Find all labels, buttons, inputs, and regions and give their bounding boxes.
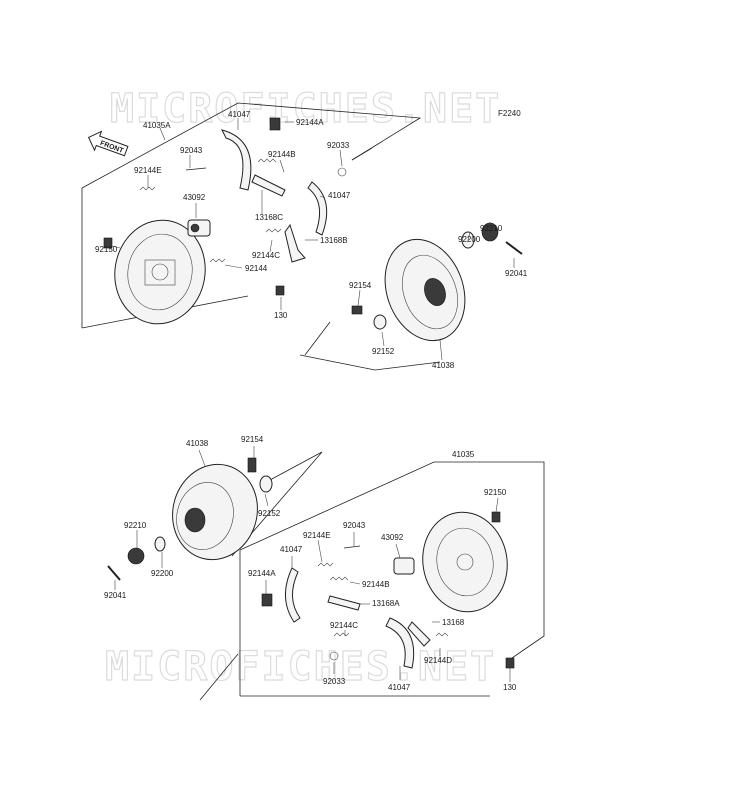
cotter-pin-92041-bottom bbox=[107, 565, 121, 581]
label-92144C-bottom: 92144C bbox=[330, 621, 358, 630]
label-130-bottom: 130 bbox=[503, 683, 517, 692]
watermark-top: MICROFICHES.NET bbox=[110, 86, 501, 132]
figure-code: F2240 bbox=[498, 109, 521, 118]
ring-92033 bbox=[337, 167, 347, 177]
label-92041-top: 92041 bbox=[505, 269, 528, 278]
lever-13168C bbox=[251, 174, 286, 197]
washer-92152-top bbox=[373, 314, 387, 330]
brake-shoe-41047-bottom-b bbox=[385, 617, 415, 669]
brake-shoe-41047-a bbox=[221, 117, 281, 191]
label-92144D-bottom: 92144D bbox=[424, 656, 452, 665]
lever-13168A bbox=[327, 595, 361, 611]
label-92144B-top: 92144B bbox=[268, 150, 296, 159]
lever-13168B bbox=[284, 223, 306, 263]
top-outline-r bbox=[351, 147, 373, 161]
bottom-drum-guide bbox=[231, 451, 323, 557]
clip-92144A-bottom bbox=[261, 593, 273, 607]
label-92150-top: 92150 bbox=[95, 245, 118, 254]
label-92152-top: 92152 bbox=[372, 347, 395, 356]
label-41047-bottom-a: 41047 bbox=[280, 545, 303, 554]
brake-drum-41038-bottom bbox=[172, 463, 258, 561]
label-92144E-top: 92144E bbox=[134, 166, 162, 175]
label-43092-top: 43092 bbox=[183, 193, 206, 202]
top-drum-guide2 bbox=[299, 354, 441, 371]
label-92033-top: 92033 bbox=[327, 141, 350, 150]
label-92210-bottom: 92210 bbox=[124, 521, 147, 530]
bolt-130-bottom bbox=[505, 657, 515, 669]
top-drum-guide bbox=[304, 321, 331, 356]
washer-92152-bottom bbox=[259, 475, 273, 493]
label-41047-bottom-b: 41047 bbox=[388, 683, 411, 692]
nut-92210-bottom bbox=[127, 547, 145, 565]
label-92210-top: 92210 bbox=[480, 224, 503, 233]
label-13168: 13168 bbox=[442, 618, 465, 627]
label-92144E-bottom: 92144E bbox=[303, 531, 331, 540]
top-assembly-outline bbox=[81, 102, 422, 189]
spring-92144B-bottom bbox=[329, 576, 349, 581]
front-arrow-icon: FRONT bbox=[87, 130, 129, 157]
bolt-92150 bbox=[103, 237, 113, 249]
label-41035A: 41035A bbox=[143, 121, 171, 130]
spring-92144D-bottom bbox=[435, 632, 449, 637]
label-41038-bottom: 41038 bbox=[186, 439, 209, 448]
label-92150-bottom: 92150 bbox=[484, 488, 507, 497]
label-92033-bottom: 92033 bbox=[323, 677, 346, 686]
label-92200-top: 92200 bbox=[458, 235, 481, 244]
pin-92043 bbox=[185, 167, 207, 171]
label-13168B: 13168B bbox=[320, 236, 348, 245]
bolt-92154-top bbox=[351, 305, 363, 315]
bottom-drum-guide2 bbox=[199, 653, 239, 701]
spring-92144 bbox=[209, 258, 226, 263]
label-92144C-top: 92144C bbox=[252, 251, 280, 260]
ring-92033-bottom bbox=[329, 651, 339, 661]
label-92144A-bottom: 92144A bbox=[248, 569, 276, 578]
label-92154-top: 92154 bbox=[349, 281, 372, 290]
brake-shoe-41047-b bbox=[307, 181, 328, 236]
top-leaders bbox=[107, 118, 515, 361]
spring-92144C-bottom bbox=[333, 632, 350, 637]
label-13168A: 13168A bbox=[372, 599, 400, 608]
spring-92144E bbox=[139, 186, 156, 191]
label-130-top: 130 bbox=[274, 311, 288, 320]
label-41038-top: 41038 bbox=[432, 361, 455, 370]
spring-92144B bbox=[257, 158, 277, 163]
label-13168C: 13168C bbox=[255, 213, 283, 222]
washer-92200-bottom bbox=[154, 536, 166, 552]
spring-92144C bbox=[265, 228, 282, 233]
wheel-cylinder-43092-bottom bbox=[393, 557, 415, 575]
label-92043-top: 92043 bbox=[180, 146, 203, 155]
label-92144A-top: 92144A bbox=[296, 118, 324, 127]
label-92154-bottom: 92154 bbox=[241, 435, 264, 444]
brake-drum-41038-top bbox=[384, 238, 466, 342]
cotter-pin-92041-top bbox=[505, 241, 523, 255]
brake-panel-41035A bbox=[114, 219, 206, 325]
label-92144B-bottom: 92144B bbox=[362, 580, 390, 589]
bolt-92150-bottom bbox=[491, 511, 501, 523]
bolt-92154-bottom bbox=[247, 457, 257, 473]
bottom-assembly-outline bbox=[239, 461, 545, 659]
brake-shoe-41047-bottom-a bbox=[285, 567, 301, 623]
label-92043-bottom: 92043 bbox=[343, 521, 366, 530]
bottom-leaders bbox=[114, 446, 511, 682]
label-92200-bottom: 92200 bbox=[151, 569, 174, 578]
watermark-bottom: MICROFICHES.NET bbox=[105, 644, 496, 690]
lever-13168 bbox=[407, 621, 431, 647]
label-41047-top-a: 41047 bbox=[228, 110, 251, 119]
label-41047-top-b: 41047 bbox=[328, 191, 351, 200]
label-92144-top: 92144 bbox=[245, 264, 268, 273]
spring-92144E-bottom bbox=[317, 562, 334, 567]
label-92152-bottom: 92152 bbox=[258, 509, 281, 518]
bolt-130 bbox=[275, 285, 285, 296]
wheel-cylinder-43092 bbox=[187, 219, 211, 237]
label-43092-bottom: 43092 bbox=[381, 533, 404, 542]
label-92041-bottom: 92041 bbox=[104, 591, 127, 600]
brake-panel-41035 bbox=[422, 511, 508, 613]
pin-92043-bottom bbox=[343, 545, 361, 549]
label-41035: 41035 bbox=[452, 450, 475, 459]
